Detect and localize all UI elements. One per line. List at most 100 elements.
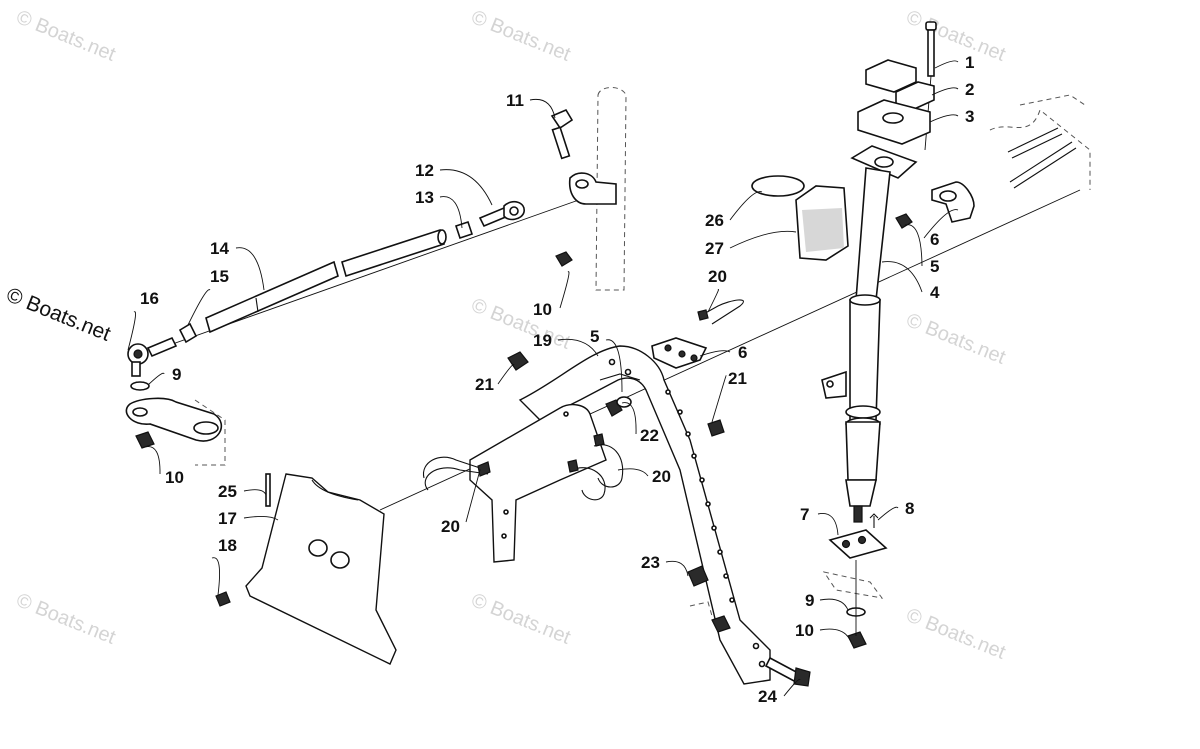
watermark-text: © Boats.net bbox=[903, 6, 1009, 66]
watermark-text: © Boats.net bbox=[903, 309, 1009, 369]
part-14-tie-rod bbox=[205, 228, 447, 334]
callout-c20b: 20 bbox=[617, 467, 671, 486]
callout-leader bbox=[557, 338, 599, 357]
frame-outline-ghost bbox=[989, 109, 1091, 190]
callout-leader bbox=[127, 311, 136, 351]
part-23-ghost bbox=[689, 601, 713, 617]
callout-c10b: 10 bbox=[144, 446, 184, 487]
callout-leader bbox=[877, 506, 899, 521]
callout-c14: 14 bbox=[210, 239, 265, 291]
callout-number: 11 bbox=[506, 91, 524, 110]
part-20-cable-tie-upper bbox=[697, 299, 744, 325]
callout-number: 16 bbox=[140, 289, 159, 308]
callout-c6b: 6 bbox=[699, 343, 747, 362]
callout-c4: 4 bbox=[881, 261, 940, 302]
part-13-jam-nut bbox=[454, 220, 474, 240]
callout-c10a: 10 bbox=[795, 621, 851, 641]
callout-number: 3 bbox=[965, 107, 974, 126]
callout-c18: 18 bbox=[211, 536, 237, 596]
callout-c22: 22 bbox=[621, 402, 659, 445]
part-12-tie-rod-end bbox=[478, 200, 525, 228]
part-10-nut-left bbox=[135, 431, 155, 449]
part-26-snap-ring bbox=[751, 175, 805, 197]
callout-number: 18 bbox=[218, 536, 237, 555]
watermark-text: © Boats.net bbox=[468, 589, 574, 649]
watermark-text: © Boats.net bbox=[903, 604, 1009, 664]
callout-number: 5 bbox=[590, 327, 599, 346]
callout-leader bbox=[617, 468, 649, 477]
callout-c17: 17 bbox=[218, 509, 279, 528]
callout-leader bbox=[439, 169, 493, 206]
callout-c12: 12 bbox=[415, 161, 493, 206]
callout-c7: 7 bbox=[800, 505, 839, 536]
callout-c19: 19 bbox=[533, 331, 599, 357]
callout-leader bbox=[559, 271, 570, 309]
callout-number: 21 bbox=[475, 375, 494, 394]
callout-leader bbox=[147, 372, 165, 386]
callout-c27: 27 bbox=[705, 230, 797, 258]
callout-number: 12 bbox=[415, 161, 434, 180]
callout-number: 1 bbox=[965, 53, 974, 72]
frame-bolt-lower bbox=[1009, 141, 1077, 189]
callout-c6a: 6 bbox=[923, 209, 959, 249]
callout-leader bbox=[621, 402, 637, 435]
callout-leader bbox=[529, 98, 556, 119]
callout-c11: 11 bbox=[506, 91, 556, 119]
part-9-washer-left bbox=[130, 381, 150, 391]
frame-bolt-upper bbox=[1007, 127, 1063, 159]
callout-leader bbox=[605, 339, 623, 393]
part-2-upper-clamp bbox=[865, 59, 935, 111]
callout-number: 7 bbox=[800, 505, 809, 524]
part-17-shield-plate bbox=[245, 473, 397, 665]
callout-number: 22 bbox=[640, 426, 659, 445]
callout-number: 21 bbox=[728, 369, 747, 388]
callout-c26: 26 bbox=[705, 191, 763, 230]
callout-number: 6 bbox=[738, 343, 747, 362]
callout-number: 9 bbox=[172, 365, 181, 384]
callout-c3: 3 bbox=[929, 107, 974, 126]
callout-number: 24 bbox=[758, 687, 777, 706]
callout-number: 20 bbox=[708, 267, 727, 286]
steering-arm-lower bbox=[822, 571, 884, 599]
callout-number: 20 bbox=[441, 517, 460, 536]
part-21-fitting-left bbox=[507, 351, 529, 371]
callout-number: 20 bbox=[652, 467, 671, 486]
callout-leader bbox=[729, 191, 763, 221]
callout-leader bbox=[144, 446, 161, 475]
callout-number: 10 bbox=[533, 300, 552, 319]
callout-c20a: 20 bbox=[707, 267, 727, 313]
callout-number: 15 bbox=[210, 267, 229, 286]
callout-number: 25 bbox=[218, 482, 237, 501]
callout-leader bbox=[729, 230, 797, 249]
callout-c25: 25 bbox=[218, 482, 267, 501]
callout-number: 19 bbox=[533, 331, 552, 350]
callout-leader bbox=[819, 628, 851, 641]
callout-c24: 24 bbox=[758, 678, 801, 706]
callout-c16: 16 bbox=[127, 289, 159, 351]
callout-c20c: 20 bbox=[441, 469, 481, 536]
callout-c21b: 21 bbox=[711, 369, 747, 423]
part-15-nut bbox=[178, 322, 198, 344]
callout-c15: 15 bbox=[187, 267, 229, 326]
callout-leader bbox=[497, 363, 515, 385]
callout-c8: 8 bbox=[877, 499, 914, 521]
callout-leader bbox=[243, 489, 267, 496]
callout-leader bbox=[211, 557, 220, 596]
part-11-bolt bbox=[550, 108, 574, 160]
callout-leader bbox=[931, 87, 959, 96]
callout-leader bbox=[904, 224, 923, 267]
part-10-nut-lower bbox=[847, 631, 867, 649]
callout-c1: 1 bbox=[934, 53, 974, 72]
callout-c21a: 21 bbox=[475, 363, 515, 394]
part-20-cable-tie-right bbox=[567, 433, 624, 501]
part-25-pin bbox=[265, 473, 271, 507]
part-27-pad bbox=[795, 185, 849, 261]
callout-number: 10 bbox=[165, 468, 184, 487]
callout-number: 6 bbox=[930, 230, 939, 249]
callout-leader bbox=[699, 350, 731, 357]
steering-arm-left bbox=[125, 397, 223, 442]
callout-leader bbox=[819, 598, 849, 611]
part-3-lower-clamp bbox=[857, 99, 931, 145]
callout-leader bbox=[665, 560, 689, 577]
